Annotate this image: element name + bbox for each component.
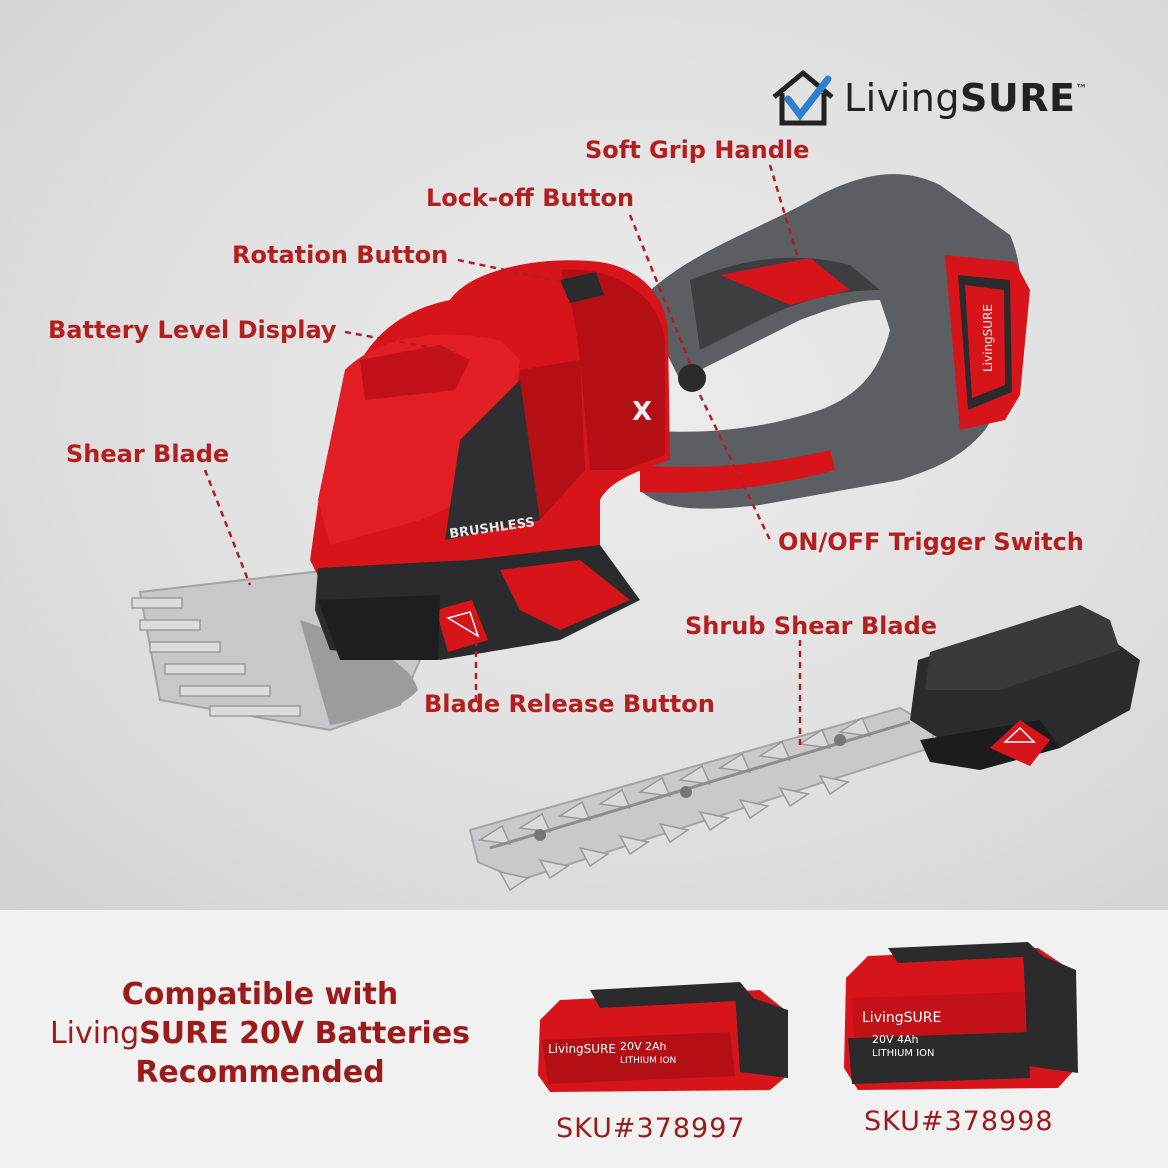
battery-4ah: [844, 942, 1078, 1090]
battery-4ah-spec: 20V 4Ah: [872, 1033, 919, 1046]
battery-4ah-sku: SKU#378998: [864, 1106, 1054, 1137]
shrub-shear-blade: [468, 706, 937, 892]
label-shrub-shear-blade: Shrub Shear Blade: [685, 612, 938, 640]
x-badge: X: [632, 397, 652, 427]
leader-battery-display: [344, 330, 456, 354]
label-shear-blade: Shear Blade: [66, 440, 230, 468]
side-brand-marking: LivingSURE: [981, 304, 995, 372]
label-soft-grip-handle: Soft Grip Handle: [585, 136, 810, 164]
compat-line1: Compatible with: [121, 977, 399, 1012]
battery-2ah-brand: LivingSURE: [548, 1042, 616, 1056]
label-blade-release-button: Blade Release Button: [424, 690, 715, 718]
leader-trigger: [698, 394, 772, 541]
callout-leaders: [203, 164, 802, 750]
battery-4ah-chem: LITHIUM ION: [872, 1048, 935, 1059]
label-lock-off-button: Lock-off Button: [426, 184, 635, 212]
shear-body: [310, 174, 1030, 660]
house-check-icon: [772, 70, 834, 126]
leader-shear-blade: [203, 469, 252, 586]
compatibility-text: Compatible with LivingSURE 20V Batteries…: [30, 975, 490, 1092]
battery-2ah-spec: 20V 2Ah: [620, 1040, 667, 1053]
battery-4ah-brand: LivingSURE: [862, 1010, 942, 1026]
label-rotation-button: Rotation Button: [232, 241, 449, 269]
label-battery-level-display: Battery Level Display: [48, 316, 337, 344]
leader-rotation: [457, 258, 563, 284]
shrub-blade-head: [910, 605, 1140, 770]
brand-wordmark: LivingSURE™: [844, 76, 1088, 120]
shear-illustration: BRUSHLESS X LivingSURE: [131, 164, 1140, 892]
battery-2ah-sku: SKU#378997: [556, 1113, 746, 1144]
battery-2ah-chem: LITHIUM ION: [620, 1056, 677, 1066]
battery-2ah: [538, 982, 788, 1092]
compat-line3: Recommended: [135, 1055, 385, 1090]
leader-lock-off: [628, 214, 694, 369]
compat-line2: LivingSURE 20V Batteries: [49, 1016, 471, 1051]
brand-logo: LivingSURE™: [770, 68, 1088, 128]
label-on-off-trigger: ON/OFF Trigger Switch: [778, 528, 1084, 556]
